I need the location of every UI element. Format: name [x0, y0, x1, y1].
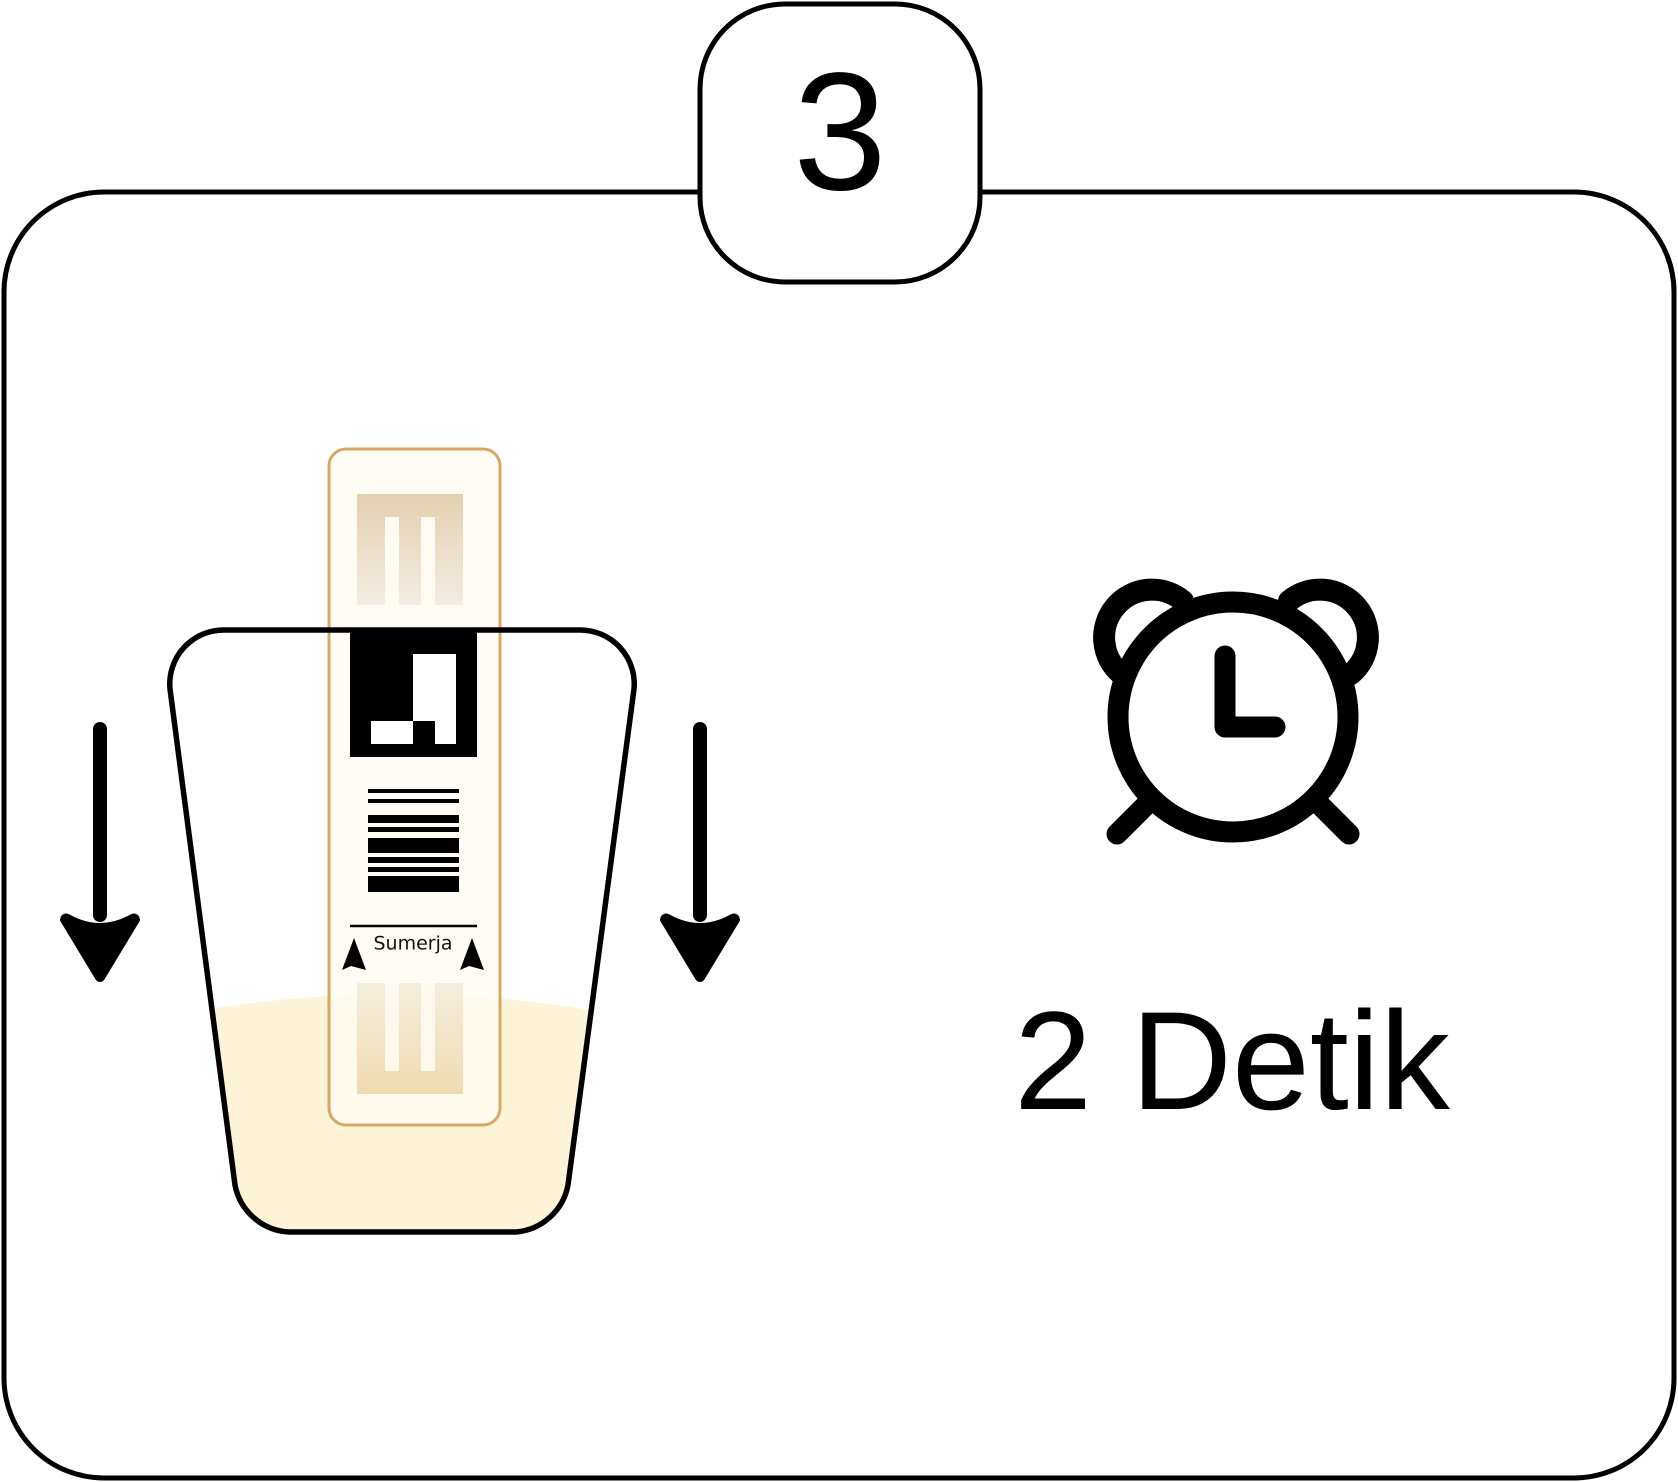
immerse-up-arrow-icon — [460, 938, 484, 970]
step-number: 3 — [793, 37, 886, 225]
immerse-label: Sumerja — [373, 933, 452, 955]
barcode-lines — [368, 789, 459, 892]
alarm-clock-icon — [1093, 578, 1379, 845]
strip-top-pad — [357, 494, 463, 605]
card-frame — [1, 189, 1677, 1481]
immerse-up-arrow-icon — [342, 938, 366, 970]
arrow-down-icon — [660, 722, 740, 982]
arrow-down-icon — [60, 722, 140, 982]
step-badge: 3 — [697, 1, 983, 285]
strip-bottom-pad — [357, 983, 463, 1094]
cup — [167, 627, 637, 1235]
qr-marker — [350, 630, 477, 757]
duration-text: 2 Detik — [1014, 982, 1451, 1139]
test-strip: Sumerja — [327, 447, 502, 1127]
